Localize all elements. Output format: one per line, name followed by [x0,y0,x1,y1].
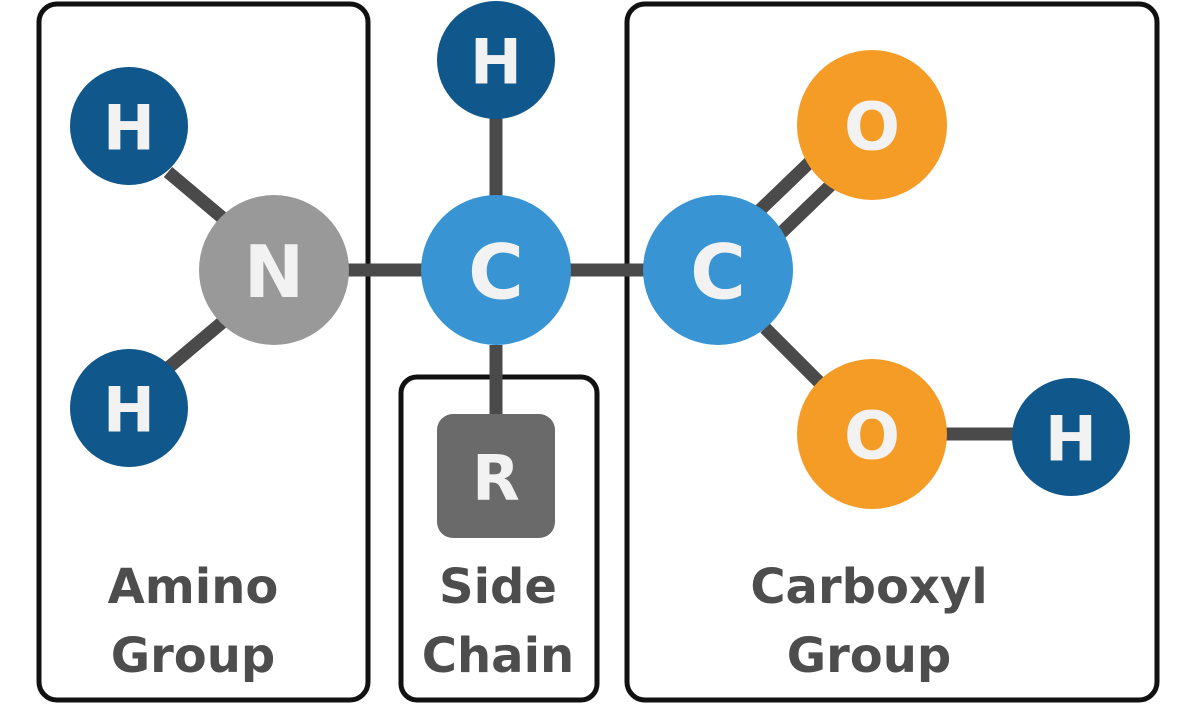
side-chain-square [437,414,555,538]
atom-carbon-carboxyl: C [643,195,793,345]
atom-label: C [468,228,524,317]
side-chain-r: R [437,414,555,538]
hydrogen-atom-circle [437,1,555,119]
bond-c-o-single [760,323,827,390]
atom-carbon-alpha: C [421,195,571,345]
carboxyl-group-label-line1: Carboxyl [750,559,987,615]
atom-hydrogen-alpha: H [437,1,555,119]
atom-hydrogen-amino-bottom: H [70,349,188,467]
atom-label: H [1045,403,1097,476]
oxygen-atom-circle [797,50,947,200]
atom-label: H [470,26,522,99]
atom-label: H [103,374,155,447]
atom-oxygen-hydroxyl: O [797,359,947,509]
atom-hydrogen-hydroxyl: H [1012,378,1130,496]
oxygen-atom-circle [797,359,947,509]
bond-h-n-top [163,167,230,225]
atom-hydrogen-amino-top: H [70,67,188,185]
atom-label: O [844,89,900,166]
hydrogen-atom-circle [70,67,188,185]
carbon-atom-circle [643,195,793,345]
amino-group-label-line1: Amino [108,559,279,615]
side-chain-label-line2: Chain [422,628,574,684]
atom-label: O [844,398,900,475]
carboxyl-group-label-line2: Group [787,628,952,684]
side-chain-label-line1: Side [439,559,557,615]
atom-label: R [472,442,520,515]
hydrogen-atom-circle [1012,378,1130,496]
bond-c-o-double-2 [775,177,839,239]
atom-oxygen-double: O [797,50,947,200]
bond-c-o-double-1 [753,155,817,217]
atom-label: H [103,92,155,165]
carbon-atom-circle [421,195,571,345]
amino-group-label-line2: Group [111,628,276,684]
atom-nitrogen: N [199,195,349,345]
nitrogen-atom-circle [199,195,349,345]
hydrogen-atom-circle [70,349,188,467]
bond-h-n-bottom [163,315,230,373]
amino-group-box [36,1,371,703]
carboxyl-group-box [624,1,1160,703]
atom-label: N [244,230,304,314]
atom-label: C [690,228,746,317]
